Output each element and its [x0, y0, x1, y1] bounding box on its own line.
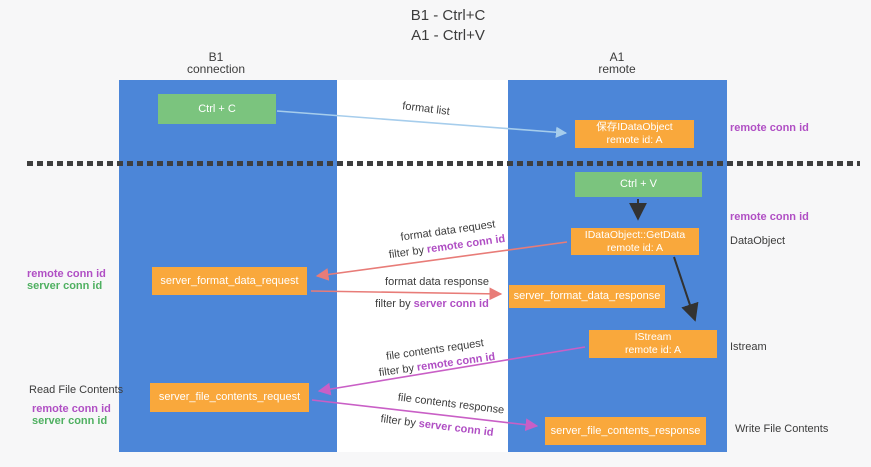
ctrl-v-label: Ctrl + V	[620, 178, 657, 190]
save-idataobject-line1: 保存IDataObject	[596, 121, 673, 133]
title-line-1: B1 - Ctrl+C	[410, 7, 486, 24]
left-remote-conn-id-top: remote conn id	[27, 268, 106, 280]
node-server-format-data-request: server_format_data_request	[152, 267, 307, 295]
istream-line2: remote id: A	[624, 344, 682, 356]
label-format-data-response: format data response	[385, 276, 489, 288]
save-idataobject-line2: remote id: A	[606, 134, 663, 146]
node-server-format-data-response: server_format_data_response	[509, 285, 665, 308]
filter-by-text-2: filter by	[375, 298, 411, 310]
right-remote-conn-id-top: remote conn id	[730, 122, 809, 134]
diagram-title: B1 - Ctrl+C A1 - Ctrl+V	[411, 6, 486, 46]
left-conn-id-block-bottom: remote conn id server conn id	[32, 403, 111, 427]
right-column-name: A1	[609, 50, 625, 64]
node-server-file-contents-response: server_file_contents_response	[545, 417, 706, 445]
node-server-file-contents-request: server_file_contents_request	[150, 383, 309, 412]
left-column-header: B1 connection	[187, 51, 245, 75]
right-dataobject-label: DataObject	[730, 235, 786, 247]
phase-separator-dashed-line	[27, 161, 860, 166]
node-save-idataobject: 保存IDataObject remote id: A	[575, 120, 694, 148]
left-read-file-contents-label: Read File Contents	[29, 384, 124, 396]
filter-server-conn-id-2: server conn id	[413, 298, 489, 310]
title-line-2: A1 - Ctrl+V	[411, 27, 485, 44]
server-format-data-request-label: server_format_data_request	[160, 274, 299, 287]
getdata-line2: remote id: A	[606, 241, 664, 254]
node-istream: IStream remote id: A	[589, 330, 717, 358]
server-file-contents-response-label: server_file_contents_response	[550, 424, 701, 437]
right-column-subtitle: remote	[598, 62, 636, 76]
left-column-subtitle: connection	[186, 62, 246, 76]
left-column-name: B1	[208, 50, 224, 64]
server-format-data-response-label: server_format_data_response	[513, 290, 661, 302]
server-file-contents-request-label: server_file_contents_request	[158, 391, 301, 403]
right-remote-conn-id-mid: remote conn id	[730, 211, 809, 223]
right-write-file-contents-label: Write File Contents	[735, 423, 829, 435]
ctrl-c-label: Ctrl + C	[198, 102, 236, 115]
istream-line1: IStream	[634, 331, 672, 343]
left-conn-id-block-top: remote conn id server conn id	[27, 268, 106, 292]
left-server-conn-id-top: server conn id	[27, 279, 103, 292]
left-remote-conn-id-bottom: remote conn id	[32, 403, 111, 415]
left-server-conn-id-bottom: server conn id	[32, 414, 108, 427]
node-ctrl-c: Ctrl + C	[158, 94, 276, 124]
right-column-header: A1 remote	[598, 51, 635, 75]
node-ctrl-v: Ctrl + V	[575, 172, 702, 197]
node-idataobject-getdata: IDataObject::GetData remote id: A	[571, 228, 699, 255]
right-istream-label: Istream	[730, 341, 767, 353]
getdata-line1: IDataObject::GetData	[584, 228, 686, 241]
